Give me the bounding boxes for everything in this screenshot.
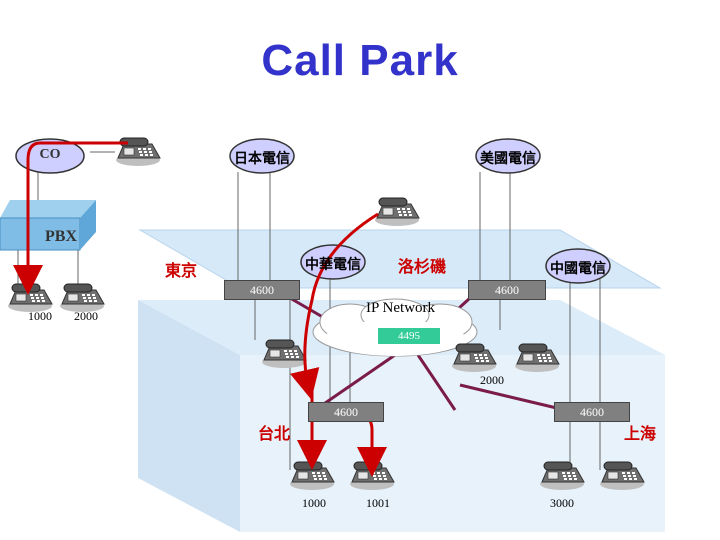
node-pbx: PBX xyxy=(45,228,77,245)
ext-shanghai-3000: 3000 xyxy=(550,496,574,510)
phone-la-top xyxy=(374,197,420,227)
gateway-taipei: 4600 xyxy=(308,402,384,422)
ext-la-2000: 2000 xyxy=(480,373,504,387)
gateway-tokyo: 4600 xyxy=(224,280,300,300)
phone-pbx-1000 xyxy=(7,283,53,313)
city-taipei: 台北 xyxy=(258,426,291,443)
phone-pbx-2000 xyxy=(59,283,105,313)
park-path-network xyxy=(290,212,379,400)
node-usa-telecom: 美國電信 xyxy=(480,152,536,167)
ext-taipei-1001: 1001 xyxy=(366,496,390,510)
park-orbit-4495: 4495 xyxy=(378,328,440,344)
gateway-la: 4600 xyxy=(468,280,546,300)
city-tokyo: 東京 xyxy=(165,263,198,280)
city-la: 洛杉磯 xyxy=(398,259,447,276)
park-path-inbound xyxy=(13,141,128,295)
node-china-telecom: 中國電信 xyxy=(550,262,606,277)
pbx-top xyxy=(0,200,96,218)
ip-network-label: IP Network xyxy=(366,300,436,316)
node-ellipses xyxy=(15,138,611,284)
node-cht: 中華電信 xyxy=(305,258,361,273)
pbx-face xyxy=(0,217,81,251)
node-co: CO xyxy=(39,147,61,162)
gateway-shanghai: 4600 xyxy=(554,402,630,422)
ext-pbx-2000: 2000 xyxy=(74,309,98,323)
ext-taipei-1000: 1000 xyxy=(302,496,326,510)
node-japan-telecom: 日本電信 xyxy=(234,152,290,167)
floor-left xyxy=(138,300,240,532)
pbx-side xyxy=(80,200,96,250)
city-shanghai: 上海 xyxy=(624,426,657,443)
page-title: Call Park xyxy=(261,36,459,85)
ext-pbx-1000: 1000 xyxy=(28,309,52,323)
